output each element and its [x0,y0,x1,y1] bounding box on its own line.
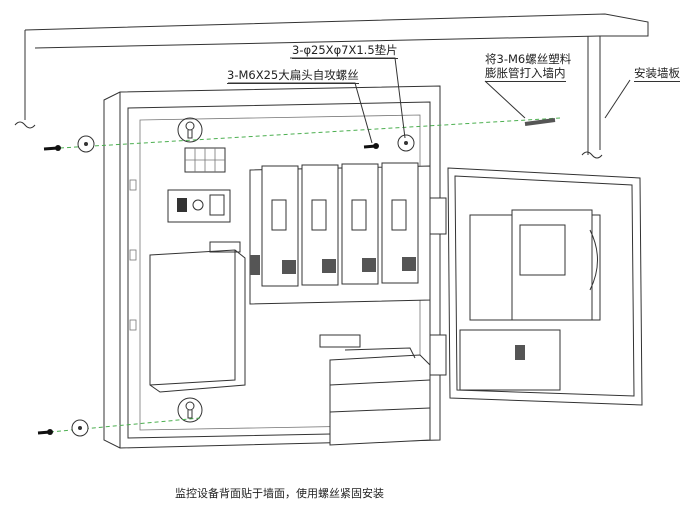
screw-washer-bottom [37,419,89,437]
battery [319,334,431,446]
terminal-block [184,147,226,173]
power-supply [149,241,246,393]
screw-label: 3-M6X25大扁头自攻螺丝 [227,68,359,84]
screw-washer-top-left [43,135,95,153]
mounting-wall [14,13,649,159]
keyhole-slot-top [177,117,203,143]
caption: 监控设备背面贴于墙面，使用螺丝紧固安装 [175,487,384,500]
keyhole-slot-bottom [177,397,203,423]
anchor-label-line2: 膨胀管打入墙内 [485,66,566,82]
control-modules [249,162,431,305]
screw-washer-top-right [363,134,415,152]
wall-anchor [524,118,556,126]
anchor-label-line1: 将3-M6螺丝塑料 [485,52,572,66]
washer-label: 3-φ25Xφ7X1.5垫片 [292,43,398,59]
power-switch-panel [167,189,231,223]
wall-label: 安装墙板 [634,66,680,82]
cabinet-door [447,167,643,406]
door-hinges [429,197,447,376]
